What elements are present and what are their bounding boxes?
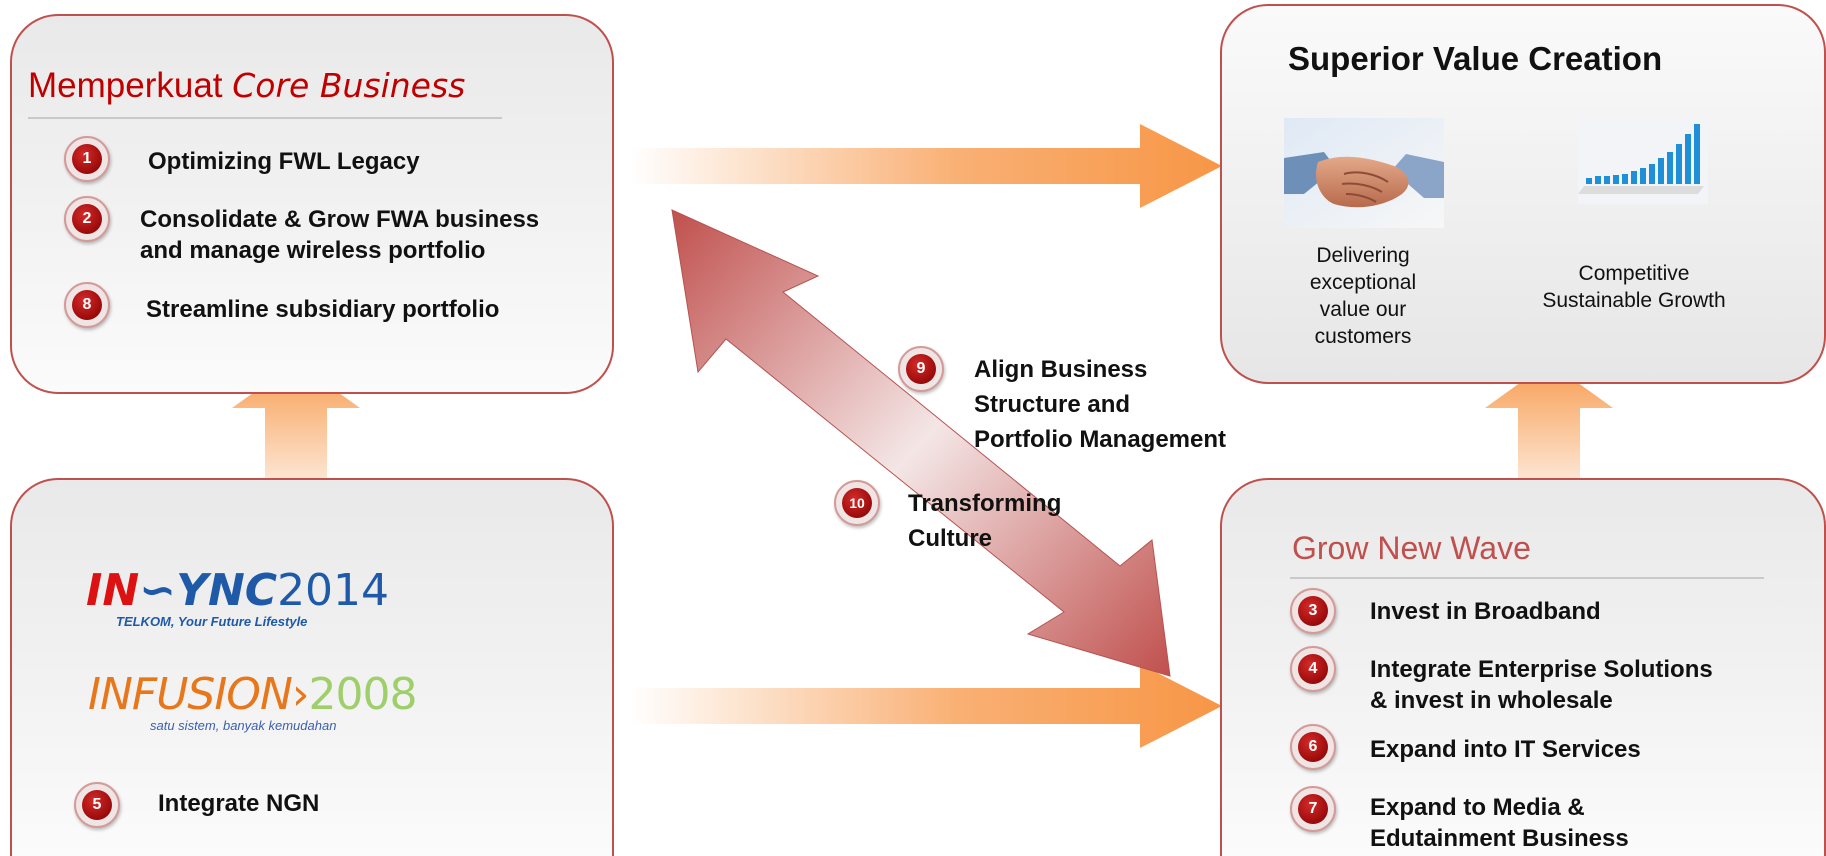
core-business-title: Memperkuat Core Business (28, 66, 465, 106)
grow-title-divider (1290, 577, 1764, 579)
arrow-up-right (1485, 362, 1613, 478)
caption-competitive-growth: Competitive Sustainable Growth (1542, 262, 1726, 312)
number-badge-1: 1 (64, 136, 110, 182)
platform-panel: IN∽YNC2014 TELKOM, Your Future Lifestyle… (10, 478, 614, 856)
double-arrow-diagonal (671, 209, 1171, 677)
platform-item-5: Integrate NGN (158, 790, 320, 817)
grow-new-wave-panel: Grow New Wave 3 Invest in Broadband 4 In… (1220, 478, 1826, 856)
grow-item-7: Expand to Media & Edutainment Business (1370, 794, 1629, 852)
infusion-chevron-icon: › (291, 669, 310, 720)
grow-item-6: Expand into IT Services (1370, 736, 1641, 763)
insync-swoosh-icon: ∽ (139, 565, 177, 616)
middle-item-9: Align Business Structure and Portfolio M… (974, 356, 1227, 453)
arrow-top-right (630, 124, 1222, 208)
number-badge-4: 4 (1290, 646, 1336, 692)
value-creation-panel: Superior Value Creation (1220, 4, 1826, 384)
grow-item-3: Invest in Broadband (1370, 598, 1601, 625)
infusion-logo: INFUSION›2008 satu sistem, banyak kemuda… (88, 669, 417, 734)
value-creation-title: Superior Value Creation (1288, 40, 1663, 77)
number-badge-8: 8 (64, 282, 110, 328)
infusion-tagline: satu sistem, banyak kemudahan (150, 718, 337, 733)
title-italic: Core Business (232, 66, 466, 105)
middle-item-10: Transforming Culture (908, 490, 1062, 552)
insync-year: 2014 (277, 565, 390, 616)
grow-item-4: Integrate Enterprise Solutions & invest … (1370, 656, 1713, 714)
growth-bars (1586, 124, 1700, 184)
title-plain: Memperkuat (28, 66, 233, 105)
number-badge-6: 6 (1290, 724, 1336, 770)
core-item-1: Optimizing FWL Legacy (148, 148, 420, 175)
insync-tagline: TELKOM, Your Future Lifestyle (116, 614, 308, 629)
title-divider (28, 117, 502, 119)
number-badge-3: 3 (1290, 588, 1336, 634)
grow-new-wave-title: Grow New Wave (1292, 530, 1531, 566)
insync-logo: IN∽YNC2014 TELKOM, Your Future Lifestyle (86, 565, 390, 630)
core-item-2: Consolidate & Grow FWA business and mana… (140, 206, 540, 264)
caption-delivering-value: Delivering exceptional value our custome… (1309, 244, 1417, 348)
infusion-brand: INFUSION (88, 669, 293, 720)
insync-brand-in: IN (86, 565, 140, 616)
insync-brand-ync: YNC (176, 565, 278, 616)
infusion-year: 2008 (308, 669, 417, 720)
growth-chart-image (1578, 118, 1708, 204)
number-badge-5: 5 (74, 782, 120, 828)
number-badge-10: 10 (834, 480, 880, 526)
handshake-image (1284, 118, 1444, 228)
core-business-panel: Memperkuat Core Business 1 Optimizing FW… (10, 14, 614, 394)
core-item-8: Streamline subsidiary portfolio (146, 296, 500, 323)
number-badge-2: 2 (64, 196, 110, 242)
number-badge-9: 9 (898, 346, 944, 392)
arrow-bottom-right (630, 664, 1222, 748)
number-badge-7: 7 (1290, 786, 1336, 832)
